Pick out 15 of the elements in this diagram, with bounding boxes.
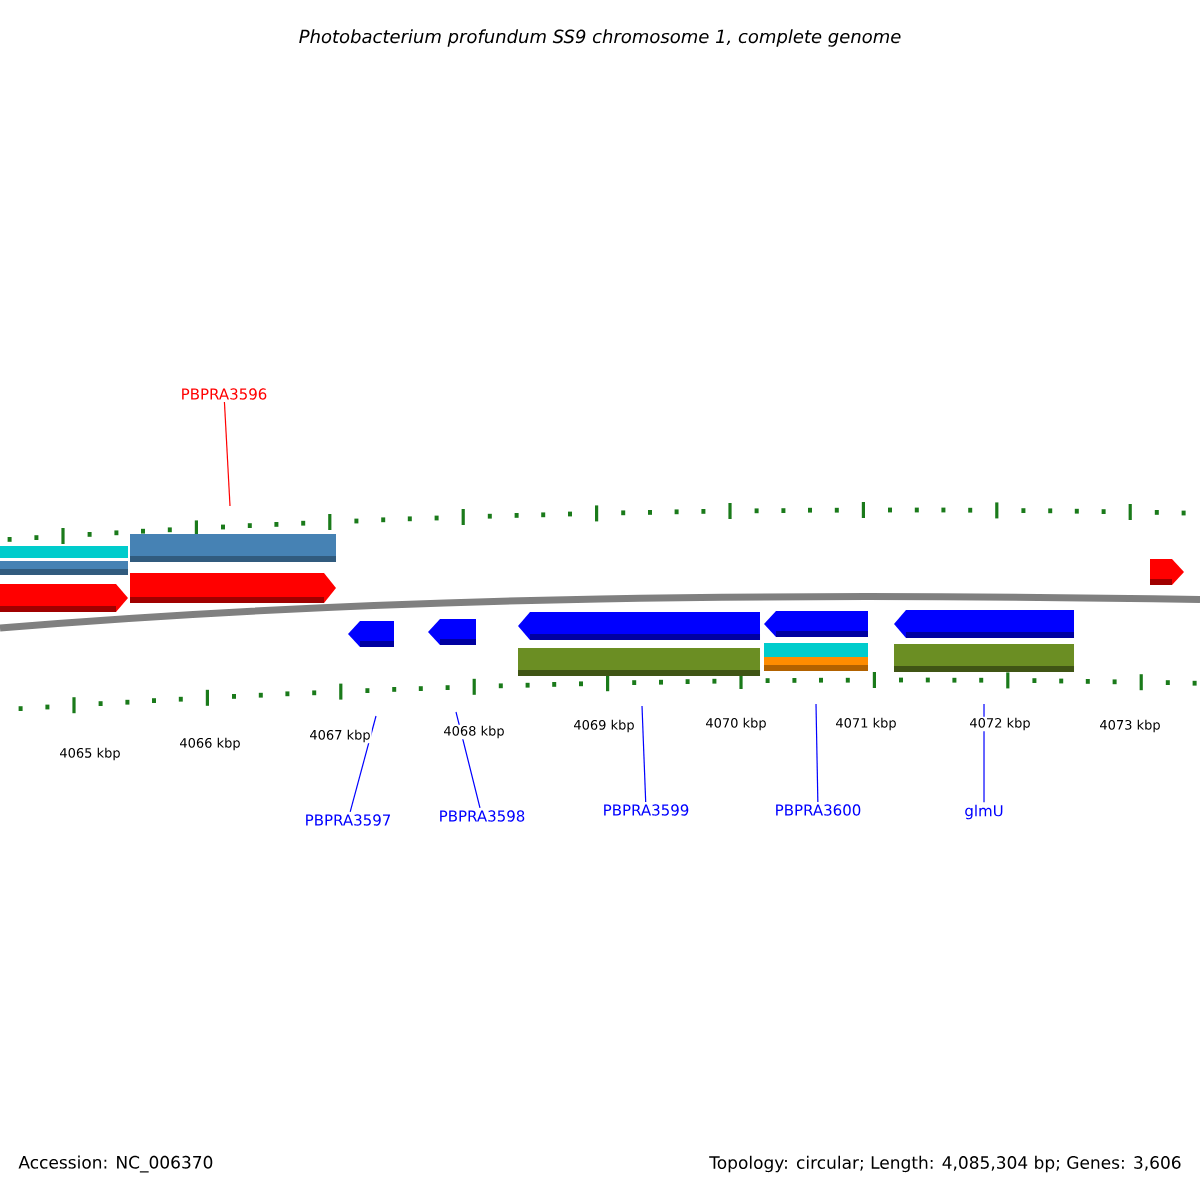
leader-line: [641, 705, 647, 803]
gene-feature: [428, 619, 476, 645]
gene-feature: [518, 612, 760, 640]
leader-line: [983, 703, 985, 803]
gene-feature: [764, 611, 868, 637]
gene-feature: [348, 621, 394, 647]
footer-text: Topology: circular; Length: 4,085,304 bp; Genes: 3,606: [709, 1155, 1181, 1173]
footer-text: Accession: NC_006370: [18, 1155, 213, 1173]
gene-feature: [894, 610, 1074, 638]
leader-line: [815, 703, 819, 803]
leader-line: [349, 715, 377, 813]
leader-line: [223, 401, 231, 507]
title: Photobacterium profundum SS9 chromosome 1, complete genome: [299, 29, 901, 47]
leader-line: [455, 711, 481, 809]
gene-feature: [130, 573, 336, 603]
